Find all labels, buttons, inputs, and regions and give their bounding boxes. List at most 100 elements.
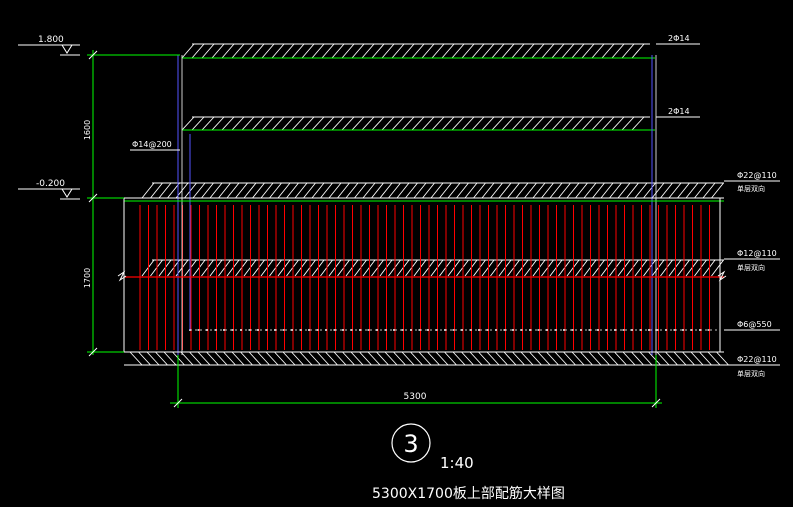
rebar-hatch-layer — [124, 43, 729, 366]
slab-top-hatch-stroke — [252, 182, 265, 199]
top-beam-hatch-stroke — [581, 43, 595, 59]
slab-top-hatch-stroke — [643, 182, 656, 199]
top-beam-hatch-stroke — [371, 43, 385, 59]
slab-bottom-hatch-stroke — [155, 351, 168, 366]
slab-bottom-hatch-stroke — [393, 351, 406, 366]
slab-bottom-hatch-stroke — [316, 351, 330, 366]
slab-bottom-hatch-stroke — [512, 351, 525, 366]
slab-top-hatch-stroke — [507, 182, 520, 199]
slab-bottom-hatch-stroke — [537, 351, 551, 366]
slab-top-hatch-stroke — [524, 182, 537, 199]
second-beam-hatch-stroke — [281, 116, 295, 131]
slab-bottom-hatch-stroke — [656, 351, 670, 366]
slab-bottom-hatch-stroke — [350, 351, 364, 366]
slab-bottom-hatch-stroke — [299, 351, 313, 366]
top-beam-hatch-stroke — [261, 43, 275, 59]
top-beam-hatch-stroke — [431, 43, 445, 59]
second-beam-hatch-stroke — [371, 116, 385, 131]
slab-mid-hatch-stroke — [711, 259, 724, 277]
top-beam-hatch-stroke — [421, 43, 435, 59]
level-marker-top: 1.800 — [18, 35, 80, 56]
second-beam-hatch-stroke — [621, 116, 635, 131]
slab-bottom-hatch-stroke — [367, 351, 381, 366]
slab-top-hatch-stroke — [609, 182, 622, 199]
detail-number: 3 — [403, 430, 418, 458]
level-mid-label: -0.200 — [36, 179, 65, 189]
slab-bottom-hatch-stroke — [359, 351, 372, 366]
slab-bottom-hatch-stroke — [444, 351, 457, 366]
slab-bottom-hatch-stroke — [342, 351, 355, 366]
top-beam-hatch-stroke — [211, 43, 225, 59]
slab-top-hatch-stroke — [243, 182, 257, 199]
top-beam-hatch-stroke — [441, 43, 455, 59]
slab-bottom-hatch-stroke — [308, 351, 321, 366]
slab-mid-label: Φ12@110 — [737, 249, 777, 258]
second-beam-hatch-stroke — [511, 116, 525, 131]
slab-top-hatch-stroke — [388, 182, 401, 199]
slab-bottom-hatch-stroke — [495, 351, 508, 366]
upper-beam-outline — [177, 55, 657, 355]
slab-top-hatch-stroke — [617, 182, 631, 199]
slab-top-hatch-stroke — [600, 182, 614, 199]
slab-top-hatch-stroke — [592, 182, 605, 199]
second-beam-hatch-stroke — [441, 116, 455, 131]
top-beam-hatch-stroke — [271, 43, 285, 59]
slab-bottom-hatch-stroke — [376, 351, 389, 366]
slab-top-hatch-stroke — [660, 182, 673, 199]
slab-bottom-hatch-stroke — [716, 351, 729, 366]
second-beam-hatch-stroke — [391, 116, 405, 131]
top-beam-hatch-stroke — [521, 43, 535, 59]
second-beam-hatch-stroke — [191, 116, 205, 131]
slab-top-hatch-stroke — [158, 182, 172, 199]
top-beam-hatch-stroke — [301, 43, 315, 59]
top-beam-hatch-stroke — [631, 43, 645, 59]
second-beam-hatch-stroke — [361, 116, 375, 131]
slab-top-hatch-stroke — [668, 182, 682, 199]
slab-bottom-hatch-stroke — [665, 351, 678, 366]
slab-top-hatch-stroke — [473, 182, 486, 199]
top-beam-hatch-stroke — [341, 43, 355, 59]
second-beam-hatch-stroke — [241, 116, 255, 131]
top-beam-hatch-stroke — [611, 43, 625, 59]
slab-bottom-hatch-stroke — [673, 351, 687, 366]
top-beam-hatch-stroke — [191, 43, 205, 59]
slab-top-hatch-stroke — [481, 182, 495, 199]
slab-bottom-hatch-stroke — [333, 351, 347, 366]
top-beam-hatch-stroke — [531, 43, 545, 59]
second-beam-hatch-stroke — [571, 116, 585, 131]
slab-top-hatch-stroke — [371, 182, 384, 199]
slab-bottom-hatch-stroke — [401, 351, 415, 366]
second-beam-hatch-stroke — [301, 116, 315, 131]
slab-bottom-hatch-stroke — [597, 351, 610, 366]
detail-title-block: 3 1:40 5300X1700板上部配筋大样图 — [372, 423, 565, 502]
slab-top-hatch-stroke — [362, 182, 376, 199]
slab-top-hatch-stroke — [566, 182, 580, 199]
second-beam-hatch-stroke — [541, 116, 555, 131]
detail-number-circle — [391, 423, 431, 463]
slab-bottom-hatch-stroke — [257, 351, 270, 366]
level-top-label: 1.800 — [38, 35, 64, 45]
top-beam-hatch-stroke — [331, 43, 345, 59]
slab-top-hatch-stroke — [711, 182, 724, 199]
second-beam-hatch-stroke — [381, 116, 395, 131]
slab-top-hatch-stroke — [209, 182, 223, 199]
top-beam-hatch-stroke — [281, 43, 295, 59]
second-beam-hatch-stroke — [531, 116, 545, 131]
slab-bottom-hatch-stroke — [282, 351, 296, 366]
second-beam-hatch-stroke — [431, 116, 445, 131]
slab-bottom-hatch-stroke — [707, 351, 721, 366]
width-dimension: 5300 — [404, 392, 427, 402]
slab-bottom-hatch-stroke — [410, 351, 423, 366]
rebar-callouts: 2Φ14 2Φ14 Φ14@200 Φ22@110 单层双向 Φ12@110 单… — [130, 34, 780, 378]
top-beam-hatch-stroke — [221, 43, 235, 59]
top-beam-hatch-stroke — [511, 43, 525, 59]
second-beam-hatch-stroke — [221, 116, 235, 131]
slab-bottom-hatch-stroke — [699, 351, 712, 366]
slab-bottom-note: 单层双向 — [737, 369, 765, 378]
second-beam-hatch-stroke — [211, 116, 225, 131]
second-beam-hatch-stroke — [631, 116, 645, 131]
slab-top-hatch-stroke — [413, 182, 427, 199]
slab-bottom-hatch-stroke — [325, 351, 338, 366]
lower-height-dimension: 1700 — [83, 268, 92, 288]
second-beam-hatch-stroke — [481, 116, 495, 131]
